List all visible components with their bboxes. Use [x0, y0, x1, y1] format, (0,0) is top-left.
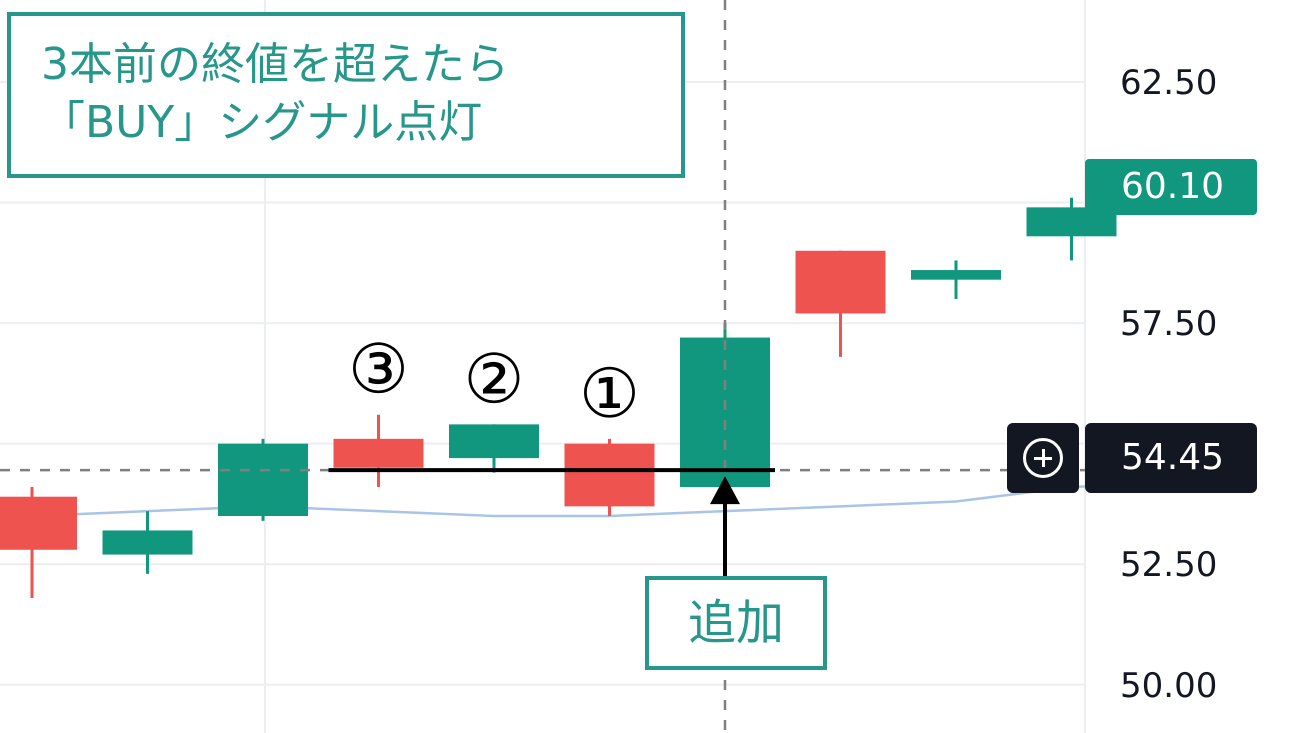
- candle-marker: ③: [348, 331, 409, 410]
- plus-circle-icon: [1023, 438, 1063, 478]
- candle-bullish: [449, 424, 539, 473]
- candle-bearish: [795, 250, 886, 357]
- candle-body: [218, 443, 308, 516]
- candle-body: [449, 424, 539, 459]
- candle-body: [333, 438, 424, 468]
- candle-body: [102, 530, 193, 555]
- candle-marker: ①: [579, 355, 640, 434]
- candle-bullish: [911, 260, 1001, 299]
- annotation-line-1: 3本前の終値を超えたら: [41, 39, 509, 90]
- y-tick-label: 52.50: [1120, 545, 1217, 585]
- candle-bearish: [564, 438, 655, 516]
- candle-bullish: [218, 438, 308, 521]
- last-price-tag: 60.10: [1085, 159, 1257, 215]
- candle-body: [795, 250, 886, 314]
- candle-bullish: [102, 511, 193, 574]
- add-position-label: 追加: [645, 576, 827, 670]
- y-tick-label: 50.00: [1120, 666, 1217, 706]
- overlay-layer: [0, 0, 1085, 733]
- candle-marker: ②: [464, 340, 525, 419]
- y-tick-label: 57.50: [1120, 304, 1217, 344]
- add-order-button[interactable]: [1007, 423, 1079, 493]
- candle-body: [564, 443, 655, 507]
- candle-body: [911, 270, 1001, 280]
- candle-bearish: [0, 487, 77, 598]
- annotation-line-2: 「BUY」シグナル点灯: [41, 97, 483, 148]
- crosshair-price-tag: 54.45: [1085, 423, 1257, 493]
- y-tick-label: 62.50: [1120, 63, 1217, 103]
- chart-grid: [0, 0, 1086, 733]
- candles-layer: [0, 197, 1117, 598]
- signal-annotation-box: 3本前の終値を超えたら 「BUY」シグナル点灯: [7, 12, 685, 178]
- candle-body: [0, 496, 77, 550]
- signal-arrow-head: [710, 476, 740, 505]
- candle-bearish: [333, 414, 424, 488]
